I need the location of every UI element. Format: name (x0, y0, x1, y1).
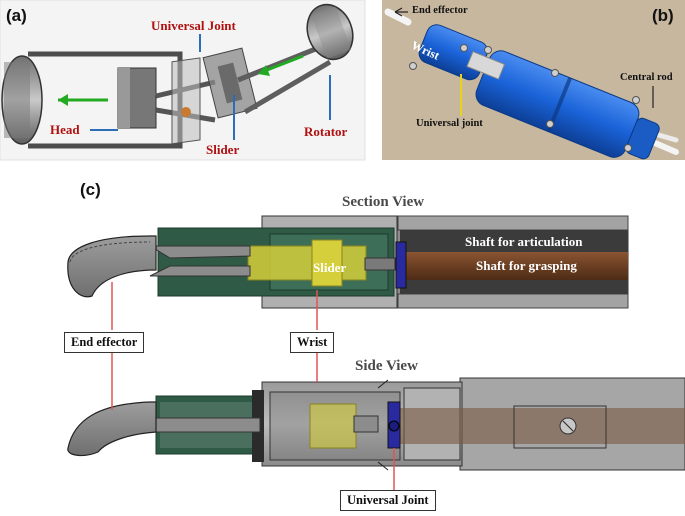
side-view-drawing (67, 346, 685, 490)
section-view-title: Section View (342, 194, 425, 210)
end-effector-box: End effector (64, 332, 145, 353)
end-effector-label-b: End effector (412, 5, 468, 16)
slider-label-c: Slider (313, 260, 347, 275)
universal-joint-box: Universal Joint (340, 490, 436, 511)
panel-c-label: (c) (80, 180, 101, 199)
shaft-grasping-label: Shaft for grasping (476, 258, 577, 273)
section-view-drawing (67, 215, 629, 330)
wrist-box: Wrist (290, 332, 335, 353)
panel-a-label: (a) (6, 6, 27, 25)
head-label: Head (50, 122, 80, 137)
slider-label-a: Slider (206, 142, 240, 157)
side-view-title: Side View (355, 358, 418, 374)
panel-a-drawing (0, 0, 366, 161)
panel-b-label: (b) (652, 6, 674, 25)
panel-b-photo (382, 0, 685, 160)
rotator-label: Rotator (304, 124, 348, 139)
central-rod-label: Central rod (620, 72, 673, 83)
shaft-articulation-label: Shaft for articulation (465, 234, 583, 249)
universal-joint-label-a: Universal Joint (151, 18, 236, 33)
universal-joint-label-b: Universal joint (416, 118, 483, 129)
